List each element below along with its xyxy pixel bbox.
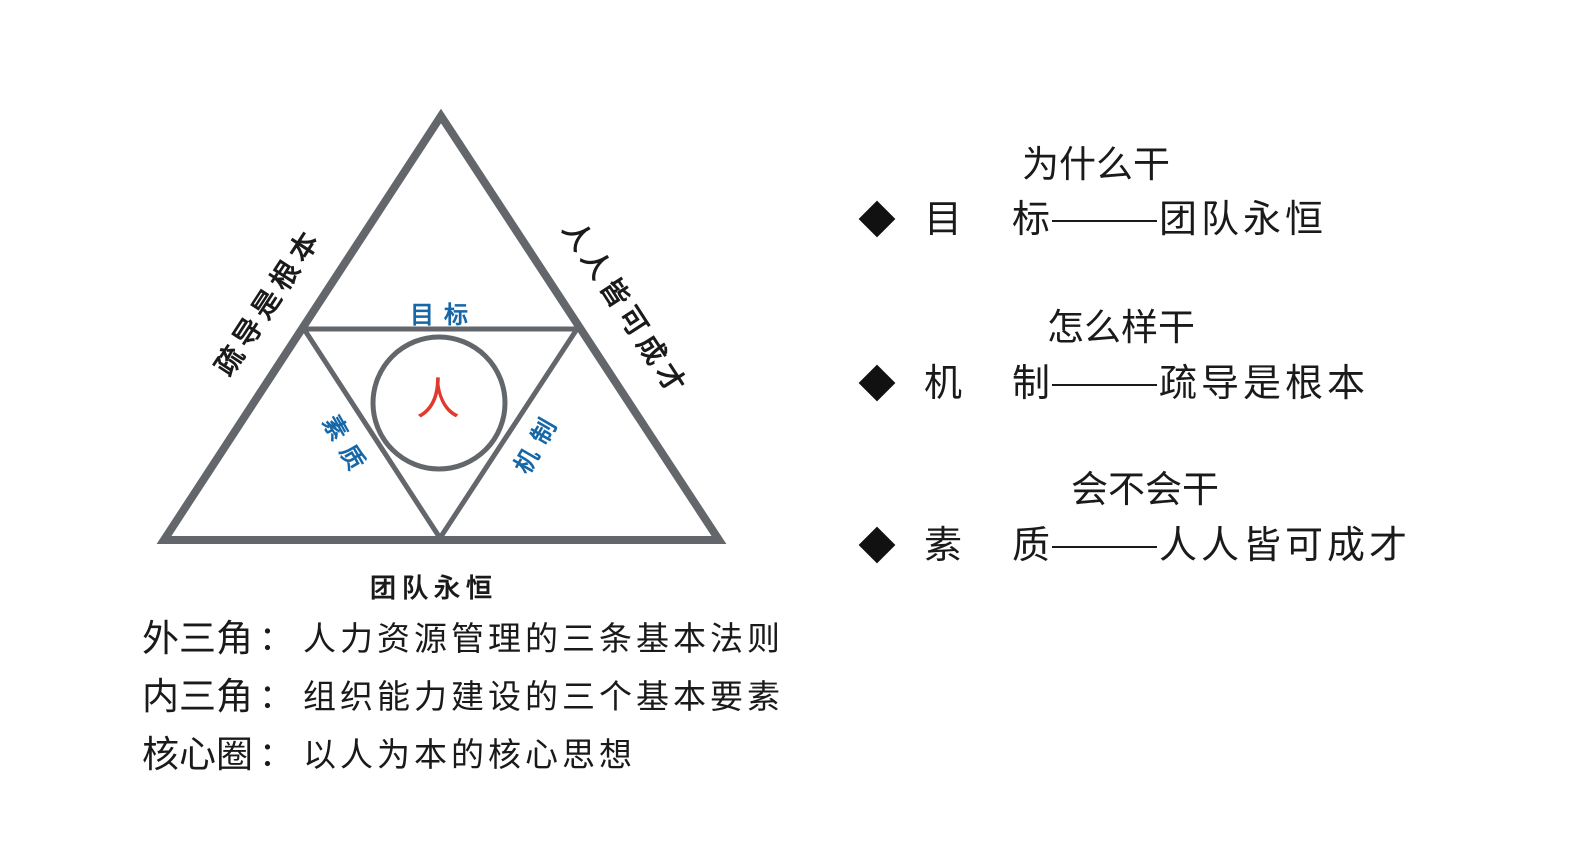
legend-colon: ： (259, 676, 293, 717)
term-first-char: 机 (924, 361, 963, 405)
term-first-char: 目 (924, 197, 963, 241)
question-heading-why: 为什么干 (1022, 143, 1170, 186)
term-second-char: 标 (1012, 197, 1051, 241)
em-dash-separator (1052, 220, 1158, 222)
core-circle (370, 334, 508, 472)
diamond-bullet-icon (858, 526, 896, 564)
principle-row-goal: 目 标 团队永恒 (858, 200, 1327, 238)
legend-value: 以人为本的核心思想 (303, 735, 636, 774)
em-dash-separator (1052, 384, 1158, 386)
diamond-bullet-icon (858, 364, 896, 402)
em-dash-separator (1052, 546, 1158, 548)
legend-colon: ： (259, 734, 293, 775)
inner-top-label: 目标 (410, 300, 478, 329)
legend-key: 外三角 (142, 617, 253, 660)
principle-answer: 团队永恒 (1159, 197, 1328, 241)
legend-row-core: 核心圈 ： 以人为本的核心思想 (142, 736, 636, 773)
legend-colon: ： (259, 618, 293, 659)
term-second-char: 质 (1012, 523, 1051, 567)
term-second-char: 制 (1012, 361, 1051, 405)
legend-key: 内三角 (142, 675, 253, 718)
principle-row-quality: 素 质 人人皆可成才 (858, 526, 1411, 564)
legend-value: 人力资源管理的三条基本法则 (303, 619, 784, 658)
principle-answer: 人人皆可成才 (1159, 523, 1412, 567)
core-label: 人 (416, 374, 460, 425)
diamond-bullet-icon (858, 200, 896, 238)
question-heading-how: 怎么样干 (1047, 306, 1195, 349)
principle-answer: 疏导是根本 (1159, 361, 1370, 405)
legend-row-outer: 外三角 ： 人力资源管理的三条基本法则 (142, 620, 784, 657)
inner-triangle (299, 326, 582, 543)
outer-bottom-label: 团队永恒 (370, 574, 499, 604)
principle-row-mechanism: 机 制 疏导是根本 (858, 364, 1369, 402)
legend-key: 核心圈 (142, 733, 253, 776)
term-first-char: 素 (924, 523, 963, 567)
legend-row-inner: 内三角 ： 组织能力建设的三个基本要素 (142, 678, 784, 715)
question-heading-can: 会不会干 (1071, 468, 1219, 511)
legend-value: 组织能力建设的三个基本要素 (303, 677, 784, 716)
